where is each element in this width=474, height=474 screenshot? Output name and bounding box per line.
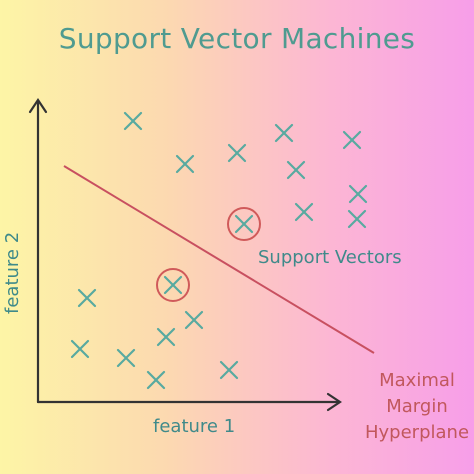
x-marker-icon <box>274 123 294 143</box>
x-marker-icon <box>175 154 195 174</box>
y-axis-arrow-icon <box>28 98 48 114</box>
hyperplane-label-line-1: Maximal <box>379 370 455 391</box>
x-marker-icon <box>146 370 166 390</box>
x-marker-icon <box>219 360 239 380</box>
x-marker-icon <box>116 348 136 368</box>
x-marker-icon <box>342 130 362 150</box>
x-marker-icon <box>77 288 97 308</box>
diagram-title: Support Vector Machines <box>58 22 416 55</box>
x-axis-label: feature 1 <box>153 416 236 437</box>
x-marker-icon <box>184 310 204 330</box>
class-a-points <box>123 111 368 234</box>
class-b-points <box>70 275 239 390</box>
x-marker-icon <box>234 214 254 234</box>
maximal-margin-hyperplane <box>63 165 375 354</box>
circle-highlight-icon <box>156 268 190 302</box>
x-marker-icon <box>156 327 176 347</box>
x-axis-arrow-icon <box>326 392 342 412</box>
x-marker-icon <box>70 339 90 359</box>
x-marker-icon <box>348 184 368 204</box>
x-marker-icon <box>163 275 183 295</box>
x-marker-icon <box>347 209 367 229</box>
circle-highlight-icon <box>227 207 261 241</box>
hyperplane-label-line-3: Hyperplane <box>364 422 470 443</box>
support-vectors-label: Support Vectors <box>258 247 402 268</box>
x-marker-icon <box>286 160 306 180</box>
support-vector-circles <box>156 207 261 302</box>
hyperplane-label: Maximal Margin Hyperplane <box>360 368 474 446</box>
y-axis-label: feature 2 <box>2 231 23 314</box>
x-marker-icon <box>123 111 143 131</box>
axes <box>28 98 342 412</box>
x-marker-icon <box>227 143 247 163</box>
x-marker-icon <box>294 202 314 222</box>
hyperplane-label-line-2: Margin <box>386 396 448 417</box>
